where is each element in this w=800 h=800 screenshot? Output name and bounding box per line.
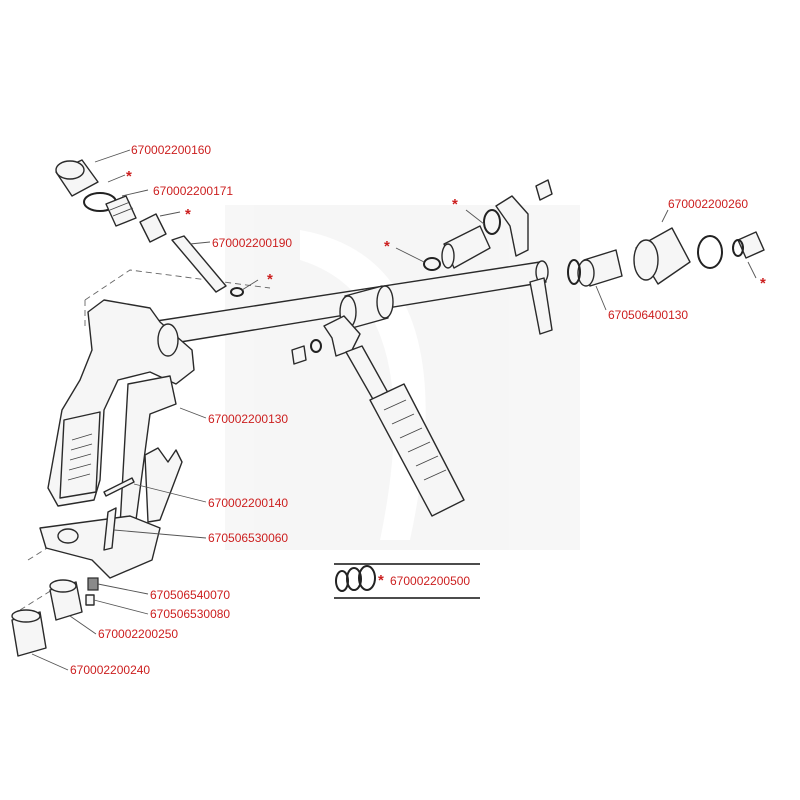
fitting-670002200240 [11, 609, 47, 657]
bottom-bracket [39, 515, 161, 579]
leader-lines [31, 149, 757, 671]
label-670002200140: 670002200140 [208, 496, 289, 510]
label-670002200250: 670002200250 [98, 627, 179, 641]
o-ring-right [697, 235, 723, 269]
label-670002200160: 670002200160 [131, 143, 212, 157]
small-pin-670506530080 [85, 594, 95, 606]
pin-670002200140 [103, 477, 135, 497]
cap-nut-670002200160 [55, 159, 99, 197]
barrel-coupler [339, 285, 394, 329]
label-seal-kit-670002200500: 670002200500 [390, 574, 471, 588]
label-670002200190: 670002200190 [212, 236, 293, 250]
nozzle-mount-bracket [495, 195, 553, 335]
star-marker-cap: * [126, 168, 132, 185]
side-handle-grip [369, 383, 465, 517]
label-670506530060: 670506530060 [208, 531, 289, 545]
bolt-top [535, 179, 553, 201]
star-marker-swivel-o-ring: * [384, 238, 390, 255]
star-marker-seat: * [185, 206, 191, 223]
label-670002200171: 670002200171 [153, 184, 234, 198]
star-marker-small-o-ring: * [267, 271, 273, 288]
grip-hatching [67, 433, 93, 481]
label-670506540070: 670506540070 [150, 588, 231, 602]
valve-seat [139, 213, 167, 243]
pin-670506530060 [103, 507, 117, 551]
o-ring-middle [423, 209, 501, 271]
small-spring-670506540070 [87, 577, 99, 591]
spring-670002200171 [105, 195, 137, 227]
tip-insert [732, 231, 765, 259]
fitting-670002200250 [49, 579, 83, 621]
kit-star-marker: * [378, 572, 384, 589]
seal-kit-rings [334, 563, 480, 599]
nozzle-nut-670506400130 [567, 249, 623, 287]
trigger [144, 447, 183, 523]
swivel-body [441, 225, 491, 269]
label-670002200130: 670002200130 [208, 412, 289, 426]
label-670002200260: 670002200260 [668, 197, 749, 211]
label-670506400130: 670506400130 [608, 308, 689, 322]
star-marker-tip-insert: * [760, 275, 766, 292]
star-marker-middle-o-ring: * [452, 196, 458, 213]
tip-guard-670002200260 [633, 227, 691, 285]
valve-needle-670002200190 [171, 235, 227, 293]
label-670002200240: 670002200240 [70, 663, 151, 677]
label-670506530080: 670506530080 [150, 607, 231, 621]
small-o-ring [230, 287, 244, 297]
gun-body [47, 299, 195, 507]
